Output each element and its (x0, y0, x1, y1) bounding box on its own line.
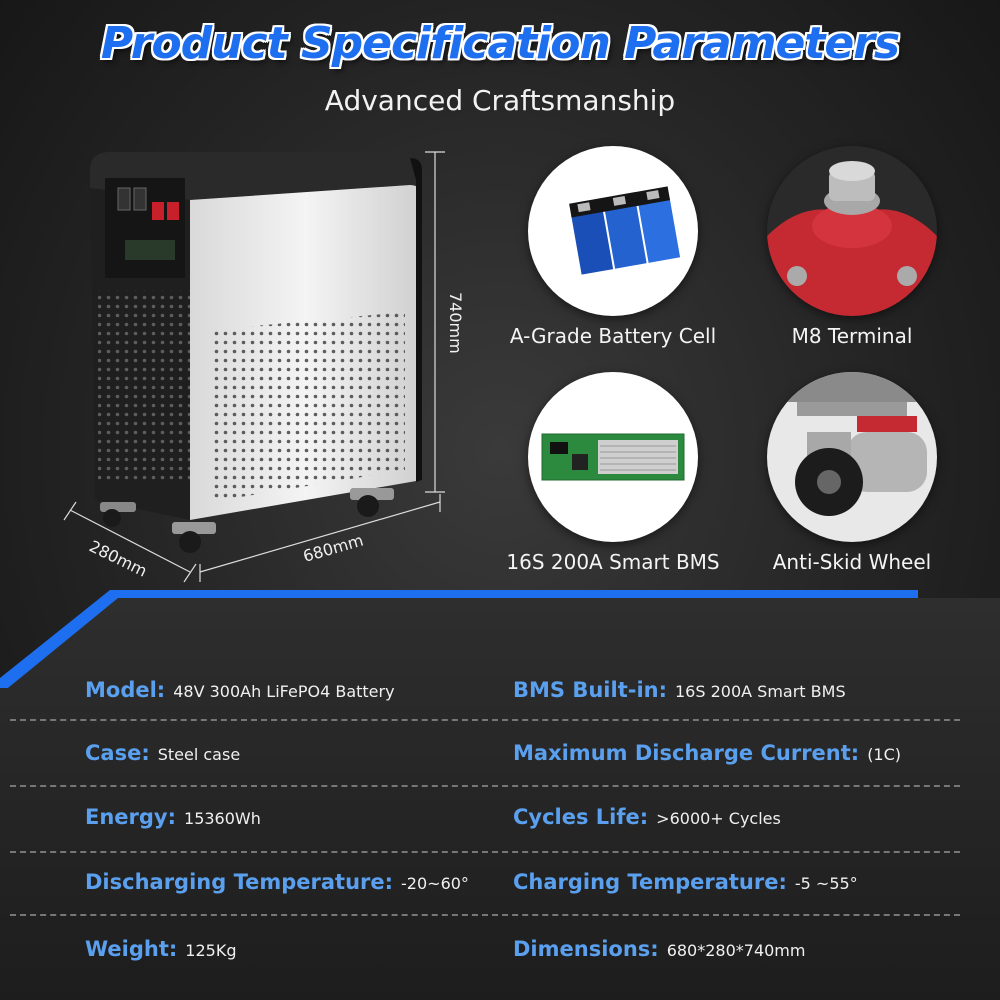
switch-left (117, 187, 131, 211)
spec-weight: Weight: 125Kg (85, 937, 236, 961)
height-dimension-label: 740mm (446, 292, 465, 354)
feature-terminal: M8 Terminal (767, 146, 937, 348)
spec-key: Charging Temperature: (513, 870, 787, 894)
terminal-icon (767, 146, 937, 316)
specification-panel (0, 590, 1000, 1000)
spec-key: Cycles Life: (513, 805, 649, 829)
spec-model: Model: 48V 300Ah LiFePO4 Battery (85, 678, 395, 702)
port-panel (125, 240, 175, 260)
spec-cycles: Cycles Life: >6000+ Cycles (513, 805, 781, 829)
spec-value: 680*280*740mm (666, 941, 806, 960)
divider (10, 851, 960, 853)
width-dimension-label: 680mm (301, 531, 366, 566)
feature-label: A-Grade Battery Cell (509, 324, 717, 348)
spec-charging-temperature: Charging Temperature: -5 ~55° (513, 870, 858, 894)
feature-battery-cell: A-Grade Battery Cell (510, 146, 716, 348)
spec-value: -20~60° (401, 874, 469, 893)
spec-key: Case: (85, 741, 150, 765)
spec-key: Maximum Discharge Current: (513, 741, 860, 765)
feature-label: 16S 200A Smart BMS (506, 550, 720, 574)
spec-energy: Energy: 15360Wh (85, 805, 261, 829)
spec-value: >6000+ Cycles (656, 809, 781, 828)
feature-label: M8 Terminal (791, 324, 913, 348)
spec-value: (1C) (867, 745, 902, 764)
divider (10, 785, 960, 787)
spec-value: 48V 300Ah LiFePO4 Battery (173, 682, 395, 701)
spec-discharging-temperature: Discharging Temperature: -20~60° (85, 870, 469, 894)
spec-key: Model: (85, 678, 166, 702)
depth-dimension-label: 280mm (86, 537, 150, 581)
battery-cabinet-illustration: 740mm 680mm 280mm (63, 151, 465, 583)
feature-wheel: Anti-Skid Wheel (767, 372, 937, 574)
feature-label: Anti-Skid Wheel (772, 550, 932, 574)
terminal-red-2 (167, 202, 179, 220)
battery-cell-icon (528, 146, 698, 316)
feature-bms: 16S 200A Smart BMS (506, 372, 720, 574)
switch-right (133, 187, 147, 211)
bms-board-icon (528, 372, 698, 542)
spec-value: 15360Wh (184, 809, 261, 828)
spec-value: -5 ~55° (794, 874, 858, 893)
front-wheel-right (350, 488, 394, 517)
spec-key: Dimensions: (513, 937, 659, 961)
spec-key: BMS Built-in: (513, 678, 667, 702)
page-title: Product Specification Parameters (100, 18, 900, 69)
spec-key: Discharging Temperature: (85, 870, 394, 894)
rear-wheel-left (100, 502, 136, 527)
spec-key: Energy: (85, 805, 177, 829)
spec-bms: BMS Built-in: 16S 200A Smart BMS (513, 678, 846, 702)
spec-value: 16S 200A Smart BMS (675, 682, 846, 701)
spec-value: Steel case (157, 745, 241, 764)
spec-case: Case: Steel case (85, 741, 240, 765)
spec-key: Weight: (85, 937, 178, 961)
spec-value: 125Kg (185, 941, 237, 960)
spec-max-discharge: Maximum Discharge Current: (1C) (513, 741, 901, 765)
front-wheel-left (172, 522, 216, 553)
spec-dimensions: Dimensions: 680*280*740mm (513, 937, 805, 961)
terminal-red-1 (152, 202, 164, 220)
divider (10, 914, 960, 916)
wheel-icon (767, 372, 937, 542)
divider (10, 719, 960, 721)
page-subtitle: Advanced Craftsmanship (324, 84, 676, 117)
